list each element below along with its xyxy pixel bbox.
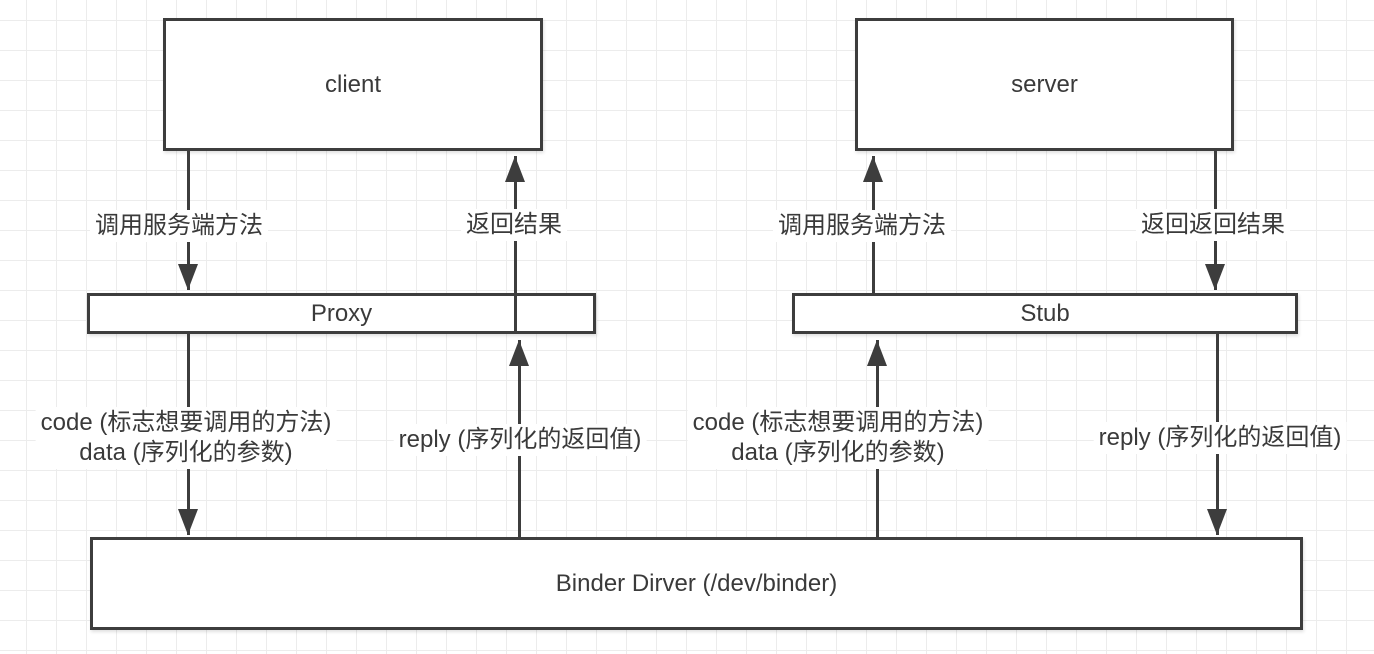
binder-driver-box: Binder Dirver (/dev/binder) <box>90 537 1303 630</box>
arrowhead-down-icon <box>1205 264 1225 290</box>
proxy-box-label: Proxy <box>310 299 373 327</box>
edge-label-code-data-right: code (标志想要调用的方法) data (序列化的参数) <box>687 407 989 469</box>
client-box-label: client <box>324 70 382 98</box>
edge-label-code-line: code (标志想要调用的方法) <box>692 409 984 436</box>
edge-label-code-data-left: code (标志想要调用的方法) data (序列化的参数) <box>35 407 337 469</box>
server-box: server <box>855 18 1234 151</box>
server-box-label: server <box>1011 70 1078 98</box>
arrowhead-up-icon <box>867 340 887 366</box>
client-box: client <box>163 18 543 151</box>
arrowhead-down-icon <box>178 264 198 290</box>
edge-label-return-return-result: 返回返回结果 <box>1136 209 1290 241</box>
stub-box-label: Stub <box>1020 299 1070 327</box>
proxy-box: Proxy <box>87 293 596 334</box>
edge-label-reply-right: reply (序列化的返回值) <box>1093 422 1347 454</box>
edge-label-data-line: data (序列化的参数) <box>731 439 945 466</box>
edge-label-call-server-method-left: 调用服务端方法 <box>90 210 268 242</box>
stub-box: Stub <box>792 293 1298 334</box>
edge-label-code-line: code (标志想要调用的方法) <box>40 409 332 436</box>
edge-label-reply-left: reply (序列化的返回值) <box>393 424 647 456</box>
arrowhead-up-icon <box>509 340 529 366</box>
arrow-shaft <box>513 156 517 334</box>
edge-label-return-result: 返回结果 <box>461 209 567 241</box>
arrowhead-up-icon <box>505 156 525 182</box>
edge-label-call-server-method-right: 调用服务端方法 <box>773 210 951 242</box>
arrow-proxy-to-client <box>505 156 525 334</box>
binder-driver-box-label: Binder Dirver (/dev/binder) <box>555 569 838 597</box>
arrowhead-up-icon <box>863 156 883 182</box>
edge-label-data-line: data (序列化的参数) <box>79 439 293 466</box>
arrowhead-down-icon <box>178 509 198 535</box>
arrowhead-down-icon <box>1207 509 1227 535</box>
